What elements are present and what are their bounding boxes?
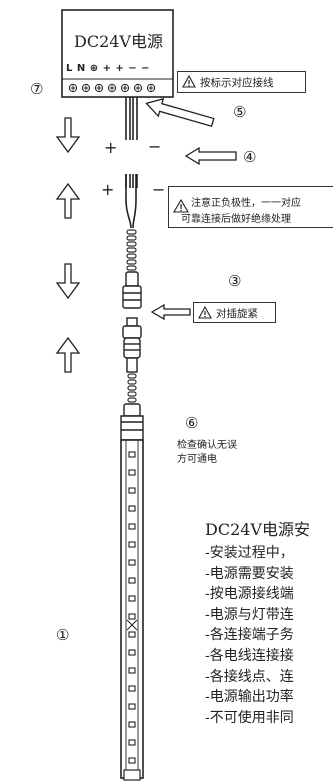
warning-triangle-icon: [198, 306, 212, 319]
led-strip: [120, 439, 144, 781]
notes-item: -电源与灯带连: [205, 606, 294, 623]
led-chips: [128, 451, 136, 764]
notes-item: -各电线连接接: [205, 647, 294, 664]
notes-item: -各接线点、连: [205, 668, 294, 685]
psu-title: DC24V电源: [74, 32, 163, 51]
plus-sign-top: +: [104, 138, 118, 157]
check-text-line2: 方可通电: [177, 454, 217, 465]
check-text-line1: 检查确认无误: [177, 440, 237, 451]
arrow-up-bottom-icon: [55, 336, 81, 373]
female-connector: [122, 271, 142, 309]
power-supply-box: [61, 9, 174, 98]
psu-terminal-labels: L N ⊕ + + − −: [66, 63, 151, 74]
notes-item: -电源输出功率: [205, 689, 294, 706]
notes-item: -各连接端子务: [205, 627, 294, 644]
marker-4: ④: [243, 148, 257, 166]
notes-list: -安装过程中， -电源需要安装 -按电源接线端 -电源与灯带连 -各连接端子务 …: [205, 543, 333, 728]
warning-connector-text: 对插旋紧: [216, 308, 258, 320]
arrow-down-bottom-icon: [55, 263, 81, 300]
strip-lead-cable: [127, 373, 137, 403]
marker-7: ⑦: [30, 80, 44, 98]
warning-polarity-line1: 注意正负极性，一一对应: [191, 198, 301, 209]
notes-item: -安装过程中，: [205, 545, 294, 561]
notes-item: -不可使用非同: [205, 709, 294, 726]
arrow-left-5-icon: [145, 97, 215, 128]
arrow-down-top-icon: [55, 117, 81, 154]
warning-polarity-box: 注意正负极性，一一对应 可靠连接后做好绝缘处理: [168, 186, 333, 228]
marker-6: ⑥: [185, 414, 199, 432]
warning-triangle-icon: [182, 75, 196, 88]
notes-item: -按电源接线端: [205, 586, 294, 603]
male-connector: [122, 317, 142, 373]
wire-gap: [110, 140, 150, 174]
strip-end-clip: [123, 769, 141, 781]
warning-terminal-box: 按标示对应接线: [177, 71, 306, 93]
notes-item: -电源需要安装: [205, 565, 294, 582]
warning-connector-box: 对插旋紧: [193, 302, 276, 323]
marker-1: ①: [56, 626, 70, 644]
strip-wires: [125, 172, 137, 229]
arrow-left-4-icon: [184, 146, 237, 166]
arrow-up-top-icon: [55, 182, 81, 219]
minus-sign-top: −: [148, 137, 162, 156]
warning-terminal-text: 按标示对应接线: [200, 77, 274, 89]
marker-3: ③: [228, 272, 242, 290]
warning-triangle-icon: [173, 199, 189, 213]
arrow-left-3-icon: [150, 303, 191, 321]
cut-mark-icon: [126, 619, 138, 631]
minus-sign-bottom: −: [152, 180, 166, 199]
plus-sign-bottom: +: [101, 180, 115, 199]
warning-polarity-line2: 可靠连接后做好绝缘处理: [181, 214, 291, 225]
twisted-cable: [126, 229, 137, 271]
marker-5: ⑤: [233, 103, 247, 121]
strip-end-cap: [120, 403, 144, 441]
notes-title: DC24V电源安: [205, 520, 310, 539]
